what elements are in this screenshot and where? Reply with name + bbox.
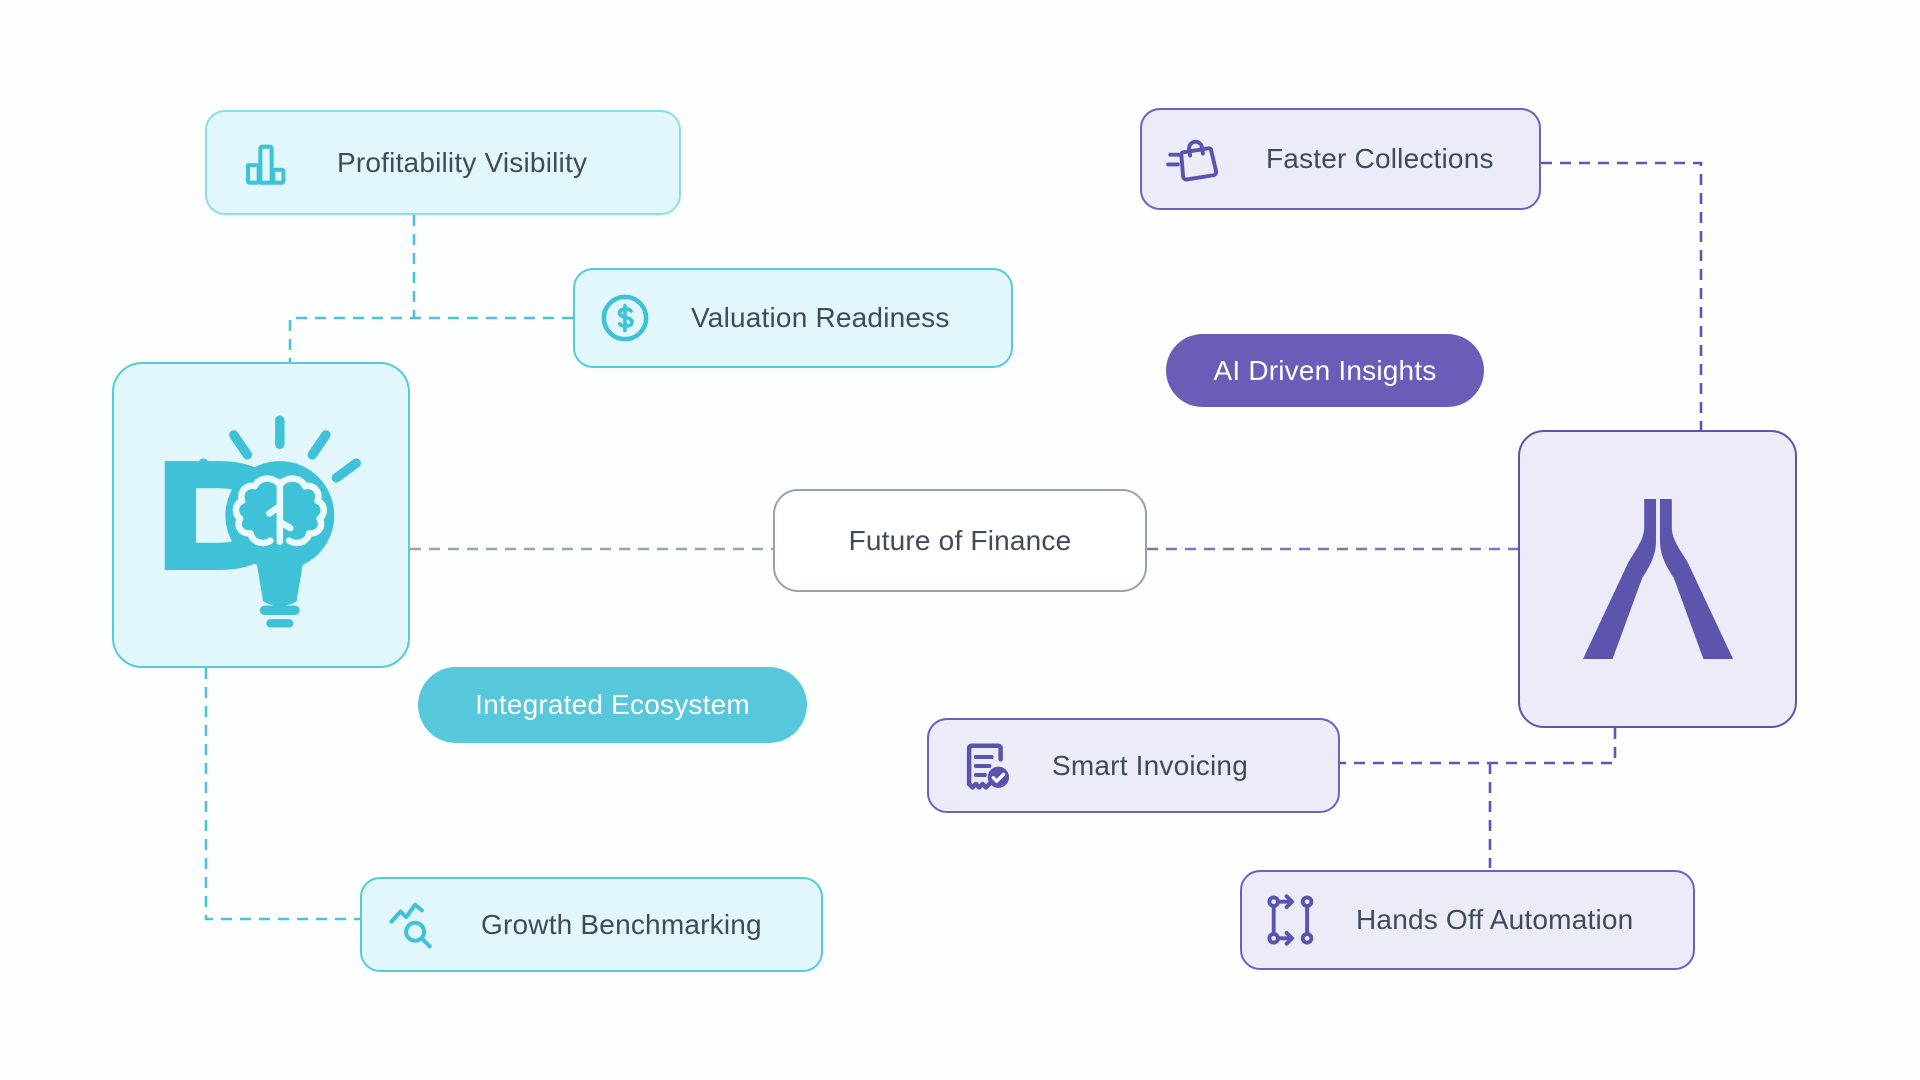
dollar-circle-icon [599, 292, 651, 344]
node-label: Growth Benchmarking [481, 908, 762, 940]
node-future-of-finance: Future of Finance [773, 489, 1147, 592]
node-label: Faster Collections [1266, 143, 1494, 174]
node-valuation-readiness: Valuation Readiness [573, 268, 1013, 368]
invoice-check-icon [959, 739, 1013, 793]
trend-search-icon [387, 898, 441, 952]
pill-ai-driven-insights: AI Driven Insights [1166, 334, 1484, 407]
pill-integrated-ecosystem: Integrated Ecosystem [418, 667, 807, 743]
node-label: Profitability Visibility [337, 146, 588, 178]
brand-tile-right [1518, 430, 1797, 728]
workflow-icon [1264, 892, 1320, 948]
node-label: Smart Invoicing [1052, 749, 1248, 781]
converge-logo-icon [1579, 493, 1737, 665]
lightbulb-brain-logo-icon [149, 392, 373, 638]
node-label: Future of Finance [848, 524, 1072, 556]
node-growth-benchmarking: Growth Benchmarking [360, 877, 823, 972]
pill-label: Integrated Ecosystem [475, 689, 750, 720]
node-label: Valuation Readiness [691, 302, 950, 333]
node-hands-off-automation: Hands Off Automation [1240, 870, 1695, 970]
pill-label: AI Driven Insights [1213, 354, 1437, 386]
bar-chart-icon [239, 136, 293, 190]
brand-tile-left [112, 362, 410, 668]
node-label: Hands Off Automation [1356, 904, 1634, 935]
node-profitability-visibility: Profitability Visibility [205, 110, 681, 215]
node-smart-invoicing: Smart Invoicing [927, 718, 1340, 813]
node-faster-collections: Faster Collections [1140, 108, 1541, 210]
shopping-bag-icon [1166, 131, 1222, 187]
